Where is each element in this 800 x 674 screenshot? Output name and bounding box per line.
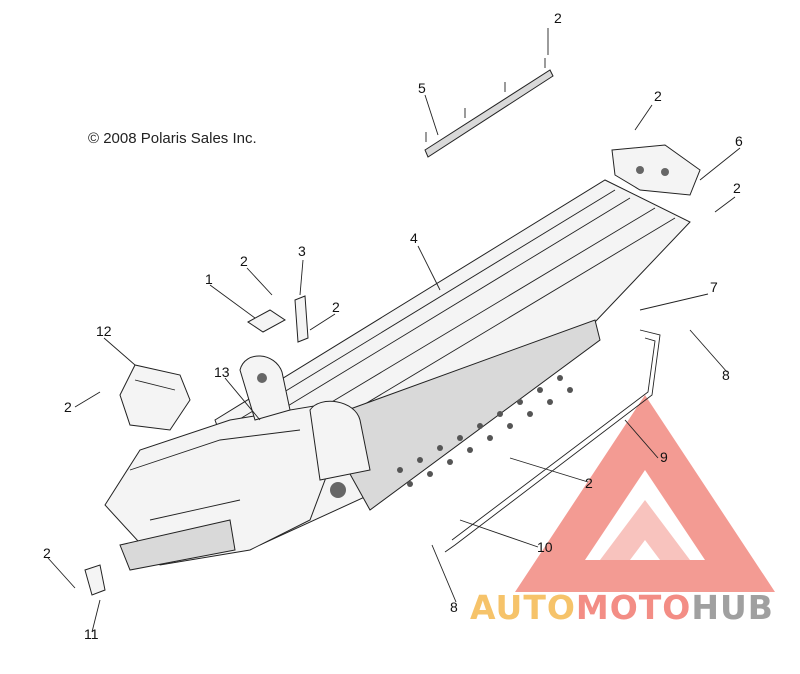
callout-label: 2	[43, 545, 51, 561]
watermark-logo	[515, 395, 775, 592]
callout-label: 4	[410, 230, 418, 246]
callout-label: 10	[537, 539, 553, 555]
part-1-mount	[247, 309, 286, 333]
part-11-bracket	[84, 564, 106, 596]
callout-label: 2	[585, 475, 593, 491]
callout-label: 3	[298, 243, 306, 259]
part-5-rail	[424, 58, 554, 158]
callout-label: 2	[554, 10, 562, 26]
callout-label: 8	[722, 367, 730, 383]
callout-label: 8	[450, 599, 458, 615]
watermark-part-moto: MOTO	[575, 588, 692, 627]
watermark-part-hub: HUB	[691, 588, 774, 627]
part-9-bumper	[444, 329, 661, 553]
callout-label: 2	[733, 180, 741, 196]
watermark-text: AUTOMOTOHUB	[470, 588, 774, 627]
callout-label: 2	[332, 299, 340, 315]
callout-label: 12	[96, 323, 112, 339]
part-6-rear-bracket	[611, 144, 701, 196]
callout-label: 2	[654, 88, 662, 104]
part-3-mount	[294, 295, 309, 343]
callout-numbers: 2 5 2 6 2 4 3 2 1 2 7 12 8 13 2 9 2 10 2…	[43, 10, 743, 642]
copyright-text: © 2008 Polaris Sales Inc.	[88, 130, 257, 147]
callout-label: 2	[240, 253, 248, 269]
callout-label: 2	[64, 399, 72, 415]
callout-label: 9	[660, 449, 668, 465]
callout-label: 13	[214, 364, 230, 380]
tunnel-vent-pattern	[397, 375, 573, 487]
callout-label: 1	[205, 271, 213, 287]
part-12-front-bracket	[119, 364, 191, 431]
callout-label: 11	[84, 626, 99, 642]
front-bulkhead	[104, 355, 371, 571]
callout-label: 7	[710, 279, 718, 295]
callout-label: 6	[735, 133, 743, 149]
watermark-part-auto: AUTO	[470, 588, 576, 627]
leader-lines	[47, 28, 741, 633]
callout-label: 5	[418, 80, 426, 96]
